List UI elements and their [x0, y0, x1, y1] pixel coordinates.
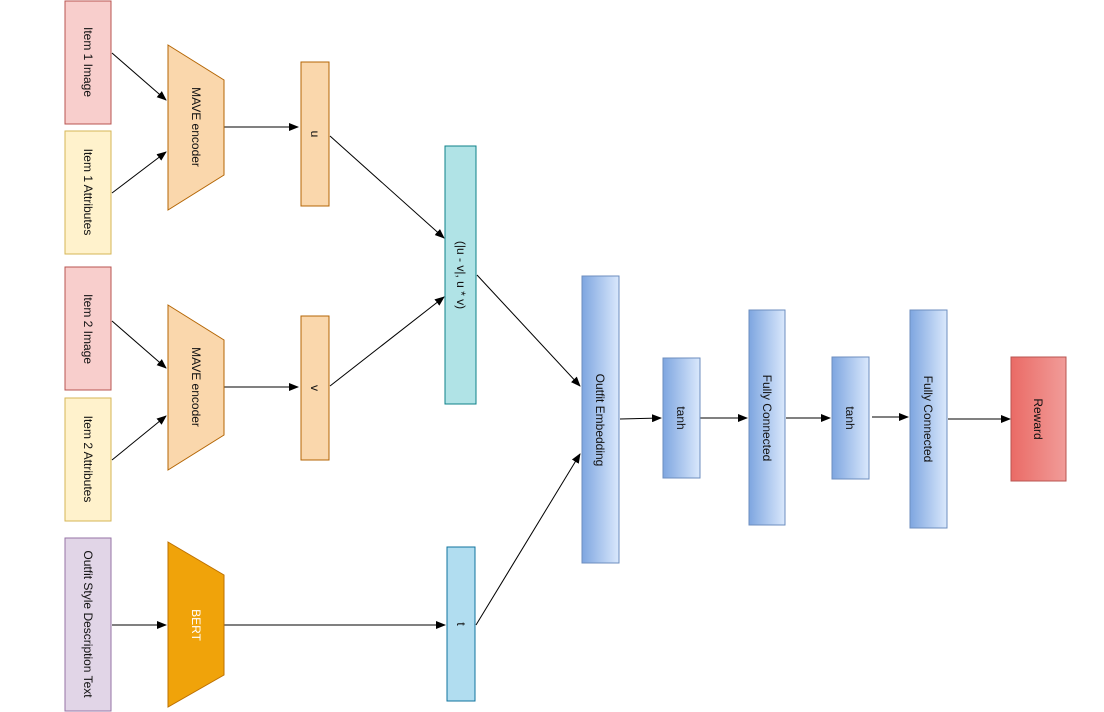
node-outfit-style-text: Outfit Style Description Text: [64, 537, 112, 712]
node-outfit-embedding: Outfit Embedding: [581, 275, 620, 564]
label-u: u: [308, 131, 322, 138]
node-mave-encoder-1: MAVE encoder: [167, 44, 225, 211]
node-v: v: [300, 315, 330, 461]
label-mave-encoder-2: MAVE encoder: [189, 347, 203, 427]
edges: [111, 52, 1011, 629]
label-v: v: [308, 385, 322, 391]
label-tanh-2: tanh: [843, 406, 857, 429]
node-mave-encoder-2: MAVE encoder: [167, 304, 225, 471]
label-item2-attributes: Item 2 Attributes: [81, 416, 95, 503]
edge-u-to-combine: [329, 135, 445, 239]
edge-v-to-combine: [329, 296, 445, 387]
edge-item2-attributes-to-encoder2: [111, 415, 167, 461]
node-tanh-1: tanh: [662, 357, 701, 479]
label-fully-connected-1: Fully Connected: [760, 375, 774, 462]
edge-t-to-embedding: [475, 453, 581, 626]
label-item1-image: Item 1 Image: [81, 27, 95, 97]
node-tanh-2: tanh: [831, 356, 870, 480]
label-mave-encoder-1: MAVE encoder: [189, 87, 203, 167]
node-reward: Reward: [1010, 356, 1067, 482]
label-tanh-1: tanh: [674, 406, 688, 429]
node-u: u: [300, 61, 330, 207]
label-reward: Reward: [1031, 398, 1045, 439]
edge-embedding-to-tanh1: [619, 414, 662, 423]
node-fully-connected-2: Fully Connected: [909, 309, 948, 529]
label-combine: (|u - v|, u * v): [454, 241, 468, 309]
node-bert: BERT: [167, 541, 225, 708]
label-t: t: [454, 622, 468, 626]
node-item1-attributes: Item 1 Attributes: [64, 130, 112, 255]
node-item2-attributes: Item 2 Attributes: [64, 397, 112, 522]
node-item1-image: Item 1 Image: [64, 0, 112, 125]
label-outfit-style-text: Outfit Style Description Text: [81, 550, 95, 698]
node-t: t: [446, 546, 476, 702]
node-combine: (|u - v|, u * v): [444, 145, 477, 405]
label-item2-image: Item 2 Image: [81, 294, 95, 364]
node-fully-connected-1: Fully Connected: [748, 309, 786, 526]
edge-item1-attributes-to-encoder1: [111, 151, 167, 194]
node-item2-image: Item 2 Image: [64, 266, 112, 391]
label-bert: BERT: [189, 609, 203, 641]
label-fully-connected-2: Fully Connected: [921, 376, 935, 463]
edge-item2-image-to-encoder2: [111, 320, 167, 369]
label-item1-attributes: Item 1 Attributes: [81, 149, 95, 236]
edge-item1-image-to-encoder1: [111, 52, 167, 101]
label-outfit-embedding: Outfit Embedding: [593, 374, 607, 467]
edge-combine-to-embedding: [476, 274, 581, 387]
